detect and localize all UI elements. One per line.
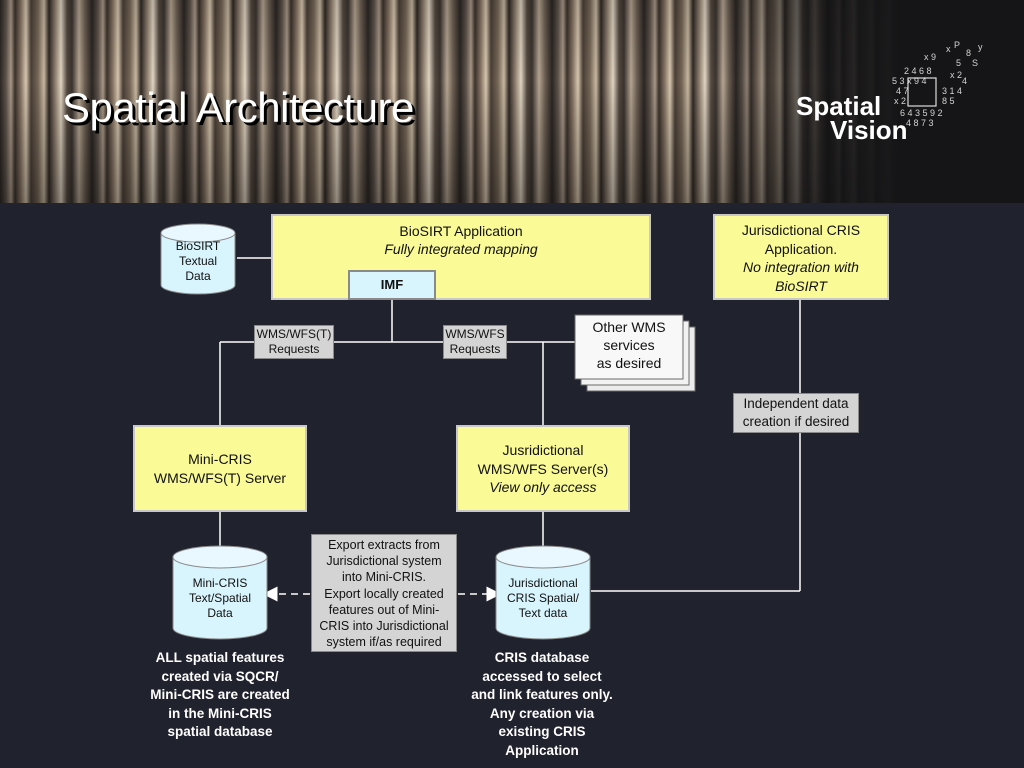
logo-line1: Spatial [796,91,882,121]
jurisdictional-server-box: Jusridictional WMS/WFS Server(s) View on… [456,425,630,512]
mini-cris-data-label: Mini-CRIS Text/Spatial Data [188,576,252,620]
svg-text:8 5: 8 5 [942,96,955,106]
right-caption: CRIS database accessed to select and lin… [471,650,613,758]
biosirt-data-label: BioSIRT Textual Data [175,239,221,283]
independent-data-label: Independent data creation if desired [733,393,859,433]
svg-text:y: y [978,42,983,52]
logo-mark-icon: 2 4 6 85 3 x 9 4 4 7 3 1 4 x 2 8 5 6 4 3 5… [892,40,983,128]
biosirt-app-subtitle: Fully integrated mapping [384,241,538,257]
svg-text:5: 5 [956,58,961,68]
jurisdictional-cris-app-box: Jurisdictional CRIS Application. No inte… [713,214,889,300]
left-caption: ALL spatial features created via SQCR/ M… [150,650,290,739]
svg-text:6 4 3 5 9 2: 6 4 3 5 9 2 [900,108,943,118]
svg-text:x 9: x 9 [924,52,936,62]
jur-data-cylinder [495,545,591,640]
other-wms-stack [574,314,696,392]
svg-text:P: P [954,40,960,50]
svg-text:8: 8 [966,48,971,58]
export-description-label: Export extracts from Jurisdictional syst… [311,534,457,652]
biosirt-application-box: BioSIRT Application Fully integrated map… [271,214,651,300]
connector-lines [160,223,801,640]
biosirt-data-cylinder [160,223,236,295]
slide-title: Spatial Architecture [62,84,414,131]
svg-text:4 7: 4 7 [896,86,909,96]
logo-line2: Vision [830,115,908,145]
svg-text:x 2: x 2 [950,70,962,80]
wms-wfs-requests-label: WMS/WFS Requests [443,325,507,359]
svg-text:S: S [972,58,978,68]
svg-text:3 1 4: 3 1 4 [942,86,962,96]
svg-text:4: 4 [962,76,967,86]
svg-text:x: x [946,44,951,54]
svg-text:4 8 7 3: 4 8 7 3 [906,118,934,128]
jur-cris-data-label: Jurisdictional CRIS Spatial/ Text data [506,576,580,620]
header-banner [0,0,1024,203]
logo-wordmark: Spatial Vision [796,91,908,145]
svg-text:2 4 6 8: 2 4 6 8 [904,66,932,76]
other-wms-services-label: Other WMS services as desired [592,319,666,371]
biosirt-app-title: BioSIRT Application [399,223,523,239]
imf-box: IMF [348,270,436,300]
svg-text:5 3 x 9 4: 5 3 x 9 4 [892,76,927,86]
mini-cris-server-box: Mini-CRIS WMS/WFS(T) Server [133,425,307,512]
imf-label: IMF [380,277,404,292]
wms-wfst-requests-label: WMS/WFS(T) Requests [254,325,334,359]
minicris-data-cylinder [172,545,268,640]
svg-text:x 2: x 2 [894,96,906,106]
